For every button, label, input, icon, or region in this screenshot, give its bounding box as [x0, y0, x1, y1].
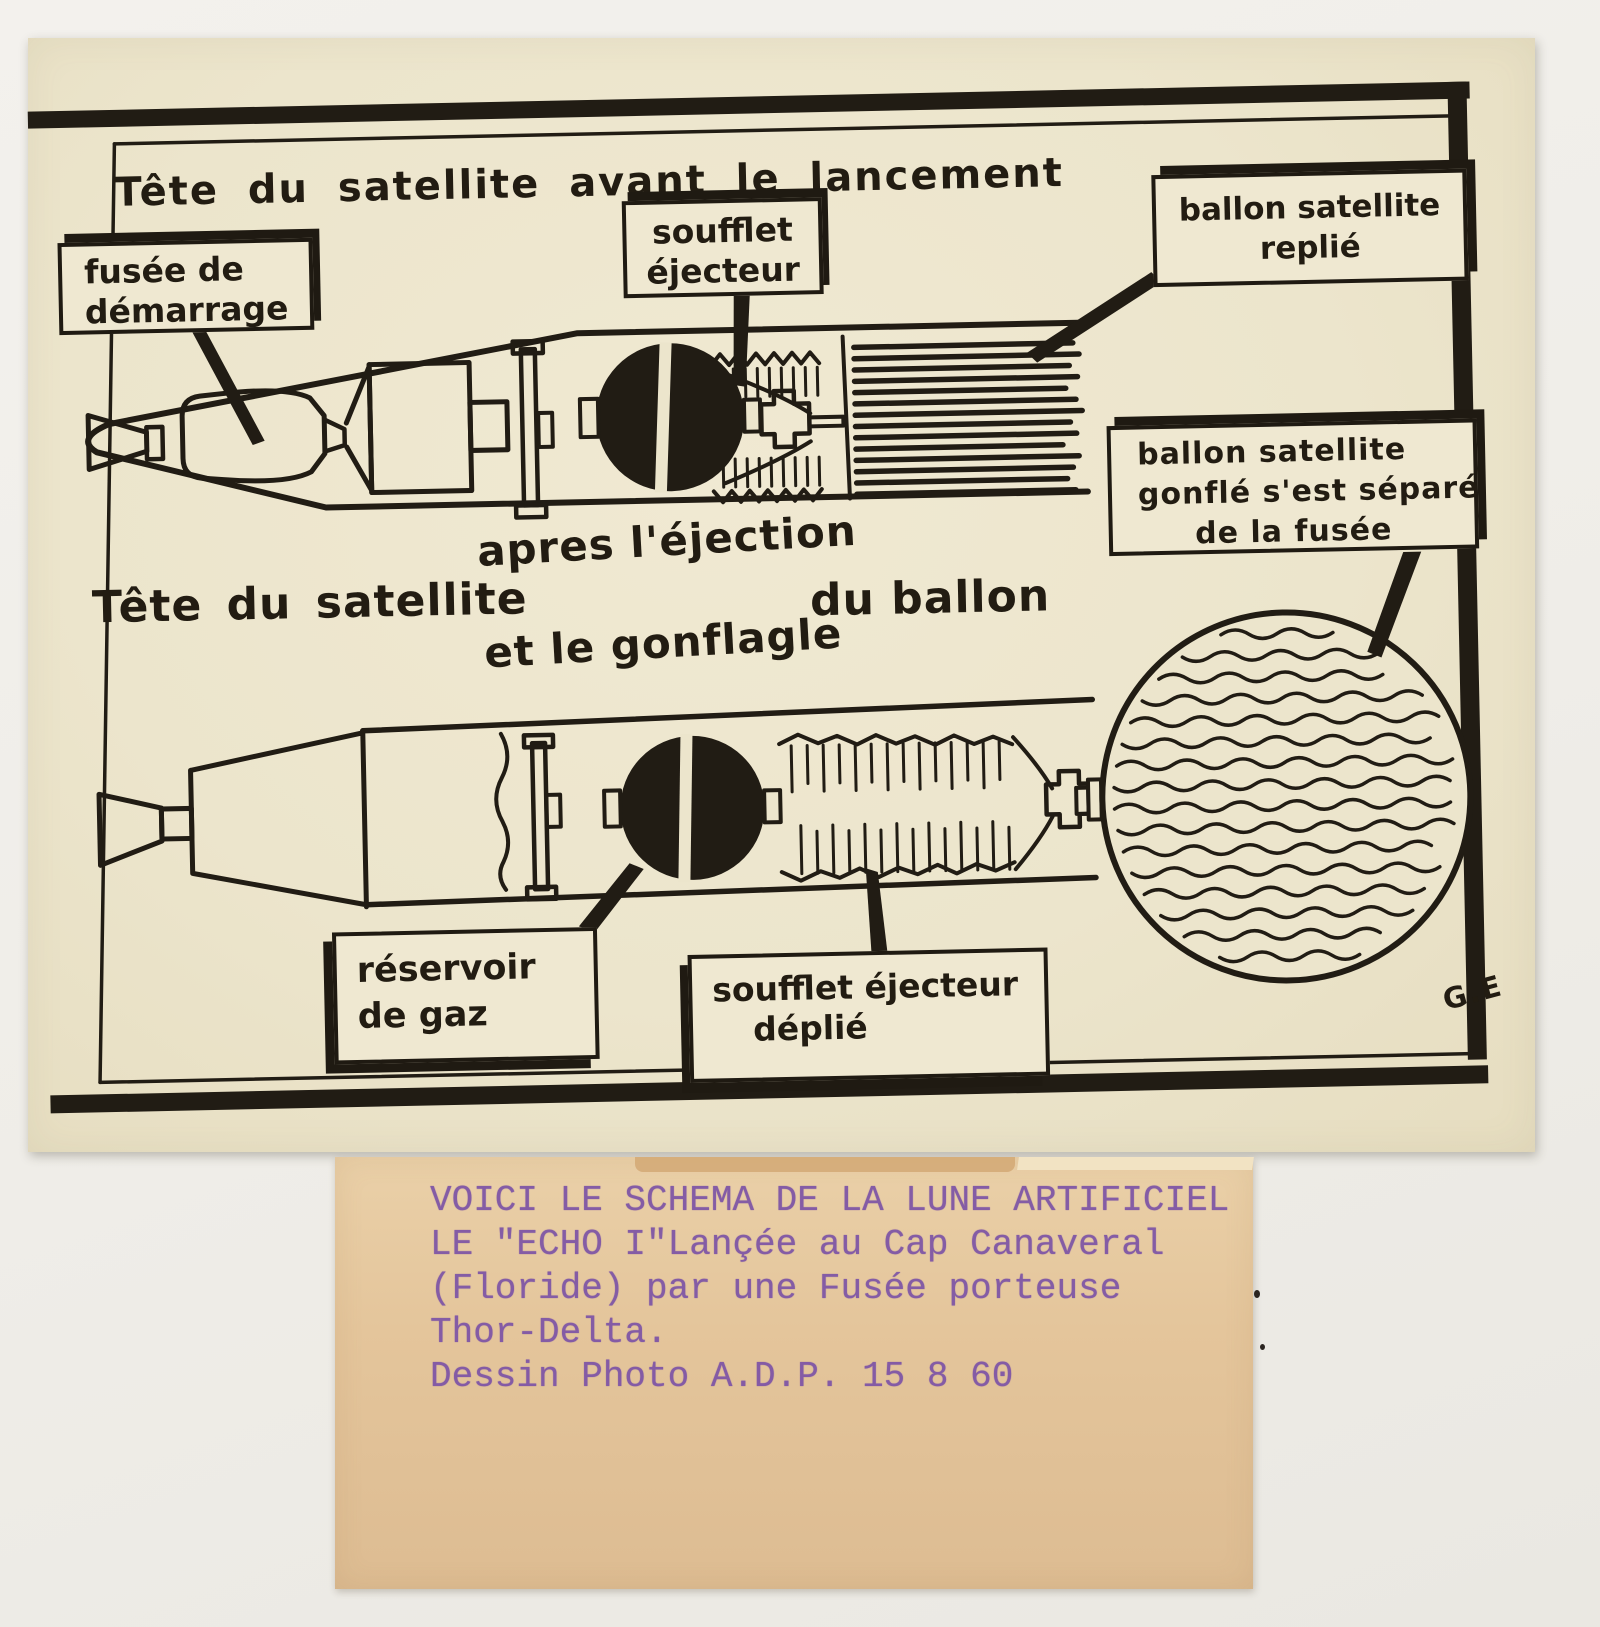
photo-print: Tête du satellite avant le lancement Têt… — [27, 38, 1535, 1152]
label-line: de la fusée — [1194, 512, 1393, 552]
diagram: Tête du satellite avant le lancement Têt… — [17, 22, 1547, 1167]
folded-balloon-hatch — [851, 340, 1085, 498]
balloon-wave-lines — [1112, 627, 1456, 964]
gas-sphere-top — [596, 343, 745, 492]
label-unfolded-bellows: soufflet éjecteur déplié — [687, 947, 1051, 1084]
label-line: réservoir — [356, 947, 537, 991]
inflated-balloon-sphere — [1074, 609, 1474, 984]
label-line: soufflet — [651, 209, 794, 252]
label-folded-balloon: ballon satellite replié — [1151, 168, 1469, 288]
label-pointers — [192, 272, 1422, 954]
label-line: ballon satellite — [1178, 187, 1441, 229]
label-line: ballon satellite — [1136, 431, 1407, 473]
label-line: fusée de — [83, 249, 245, 292]
label-line: démarrage — [84, 288, 289, 332]
label-line: replié — [1259, 228, 1362, 267]
dust-speck — [1254, 1290, 1260, 1298]
label-line: gonflé s'est séparé — [1137, 470, 1480, 513]
label-line: soufflet éjecteur — [711, 964, 1019, 1010]
label-inflated-balloon: ballon satellite gonflé s'est séparé de … — [1106, 418, 1480, 557]
caption-line: (Floride) par une Fusée porteuse — [430, 1268, 1122, 1309]
gas-sphere-bottom — [620, 735, 765, 880]
unfolded-bellows-fringe — [789, 739, 1012, 876]
rocket-after-ejection — [96, 696, 1107, 910]
title-after-head: Tête du satellite — [91, 573, 529, 634]
caption-line: VOICI LE SCHEMA DE LA LUNE ARTIFICIEL — [430, 1180, 1230, 1221]
label-ejector-bellows: soufflet éjecteur — [621, 197, 824, 299]
typed-caption: VOICI LE SCHEMA DE LA LUNE ARTIFICIEL LE… — [430, 1179, 1229, 1399]
caption-line: LE "ECHO I"Lançée au Cap Canaveral — [430, 1224, 1165, 1265]
diagram-line-art — [27, 81, 1489, 1114]
caption-line: Dessin Photo A.D.P. 15 8 60 — [430, 1356, 1014, 1397]
label-line: déplié — [752, 1007, 869, 1049]
label-line: de gaz — [357, 994, 489, 1037]
caption-paper: VOICI LE SCHEMA DE LA LUNE ARTIFICIEL LE… — [335, 1157, 1253, 1589]
caption-line: Thor-Delta. — [430, 1312, 668, 1353]
rocket-before-launch — [85, 319, 1091, 520]
label-gas-tank: réservoir de gaz — [331, 926, 600, 1065]
label-line: éjecteur — [646, 249, 801, 292]
title-after-tail: du ballon — [809, 570, 1051, 627]
dust-speck — [1260, 1344, 1265, 1350]
label-starter-rocket: fusée de démarrage — [57, 237, 315, 336]
